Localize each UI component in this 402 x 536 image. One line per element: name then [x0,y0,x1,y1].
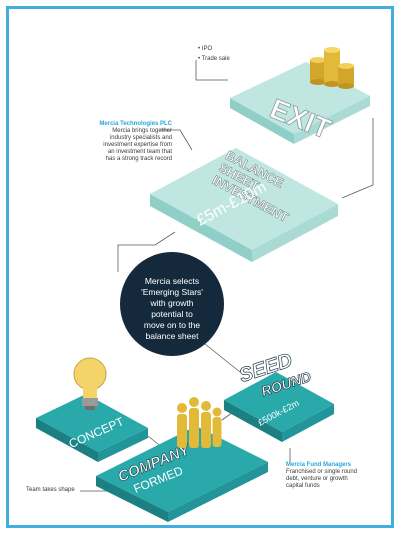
border-frame [6,6,394,528]
mercia-tech-line: Mercia brings together [112,128,172,134]
exit-bullet-ipo: • IPO [198,46,213,52]
fund-managers-line: capital funds [286,483,320,489]
fund-managers-note: Mercia Fund Managers Franchised or singl… [286,462,386,490]
fund-managers-heading: Mercia Fund Managers [286,462,352,468]
fund-managers-line: Franchised or single round [286,469,358,475]
bubble-line-3: with growth [150,298,194,308]
exit-platform: EXIT [230,62,370,145]
bubble-line-4: potential to [151,309,193,319]
mercia-tech-connector [160,129,193,151]
bubble-to-seed-connector [199,339,241,373]
emerging-stars-bubble: Mercia selects 'Emerging Stars' with gro… [120,252,224,356]
mercia-tech-note: Mercia Technologies PLC Mercia brings to… [60,121,172,163]
balance-sheet-platform: BALANCE SHEET INVESTMENT £5m-£10m [150,147,338,262]
mercia-tech-line: has a strong track record [105,156,172,162]
exit-bullet-connector [195,60,228,81]
concept-platform: CONCEPT [36,394,148,462]
company-formed-platform: COMPANY FORMED [96,426,268,522]
mercia-tech-line: an investment team that [107,149,172,155]
exit-bullet-trade-sale: • Trade sale [198,56,230,62]
coins-icon [310,47,354,89]
mercia-tech-heading: Mercia Technologies PLC [99,121,172,127]
bubble-line-2: 'Emerging Stars' [141,287,203,297]
mercia-tech-line: industry specialists and [109,135,172,141]
lightbulb-icon [73,357,107,410]
seed-round-platform: SEED ROUND £500k-£2m [224,349,334,442]
mercia-tech-line: investment expertise from [103,142,172,148]
balance-to-bubble-connector [117,231,176,272]
fund-managers-line: debt, venture or growth [286,476,348,482]
bubble-line-6: balance sheet [146,331,200,341]
bubble-line-5: move on to the [144,320,201,330]
exit-to-balance-connector [341,118,374,199]
bubble-line-1: Mercia selects [145,276,199,286]
team-people-icon [177,397,222,448]
team-takes-shape-note: Team takes shape [26,487,75,493]
